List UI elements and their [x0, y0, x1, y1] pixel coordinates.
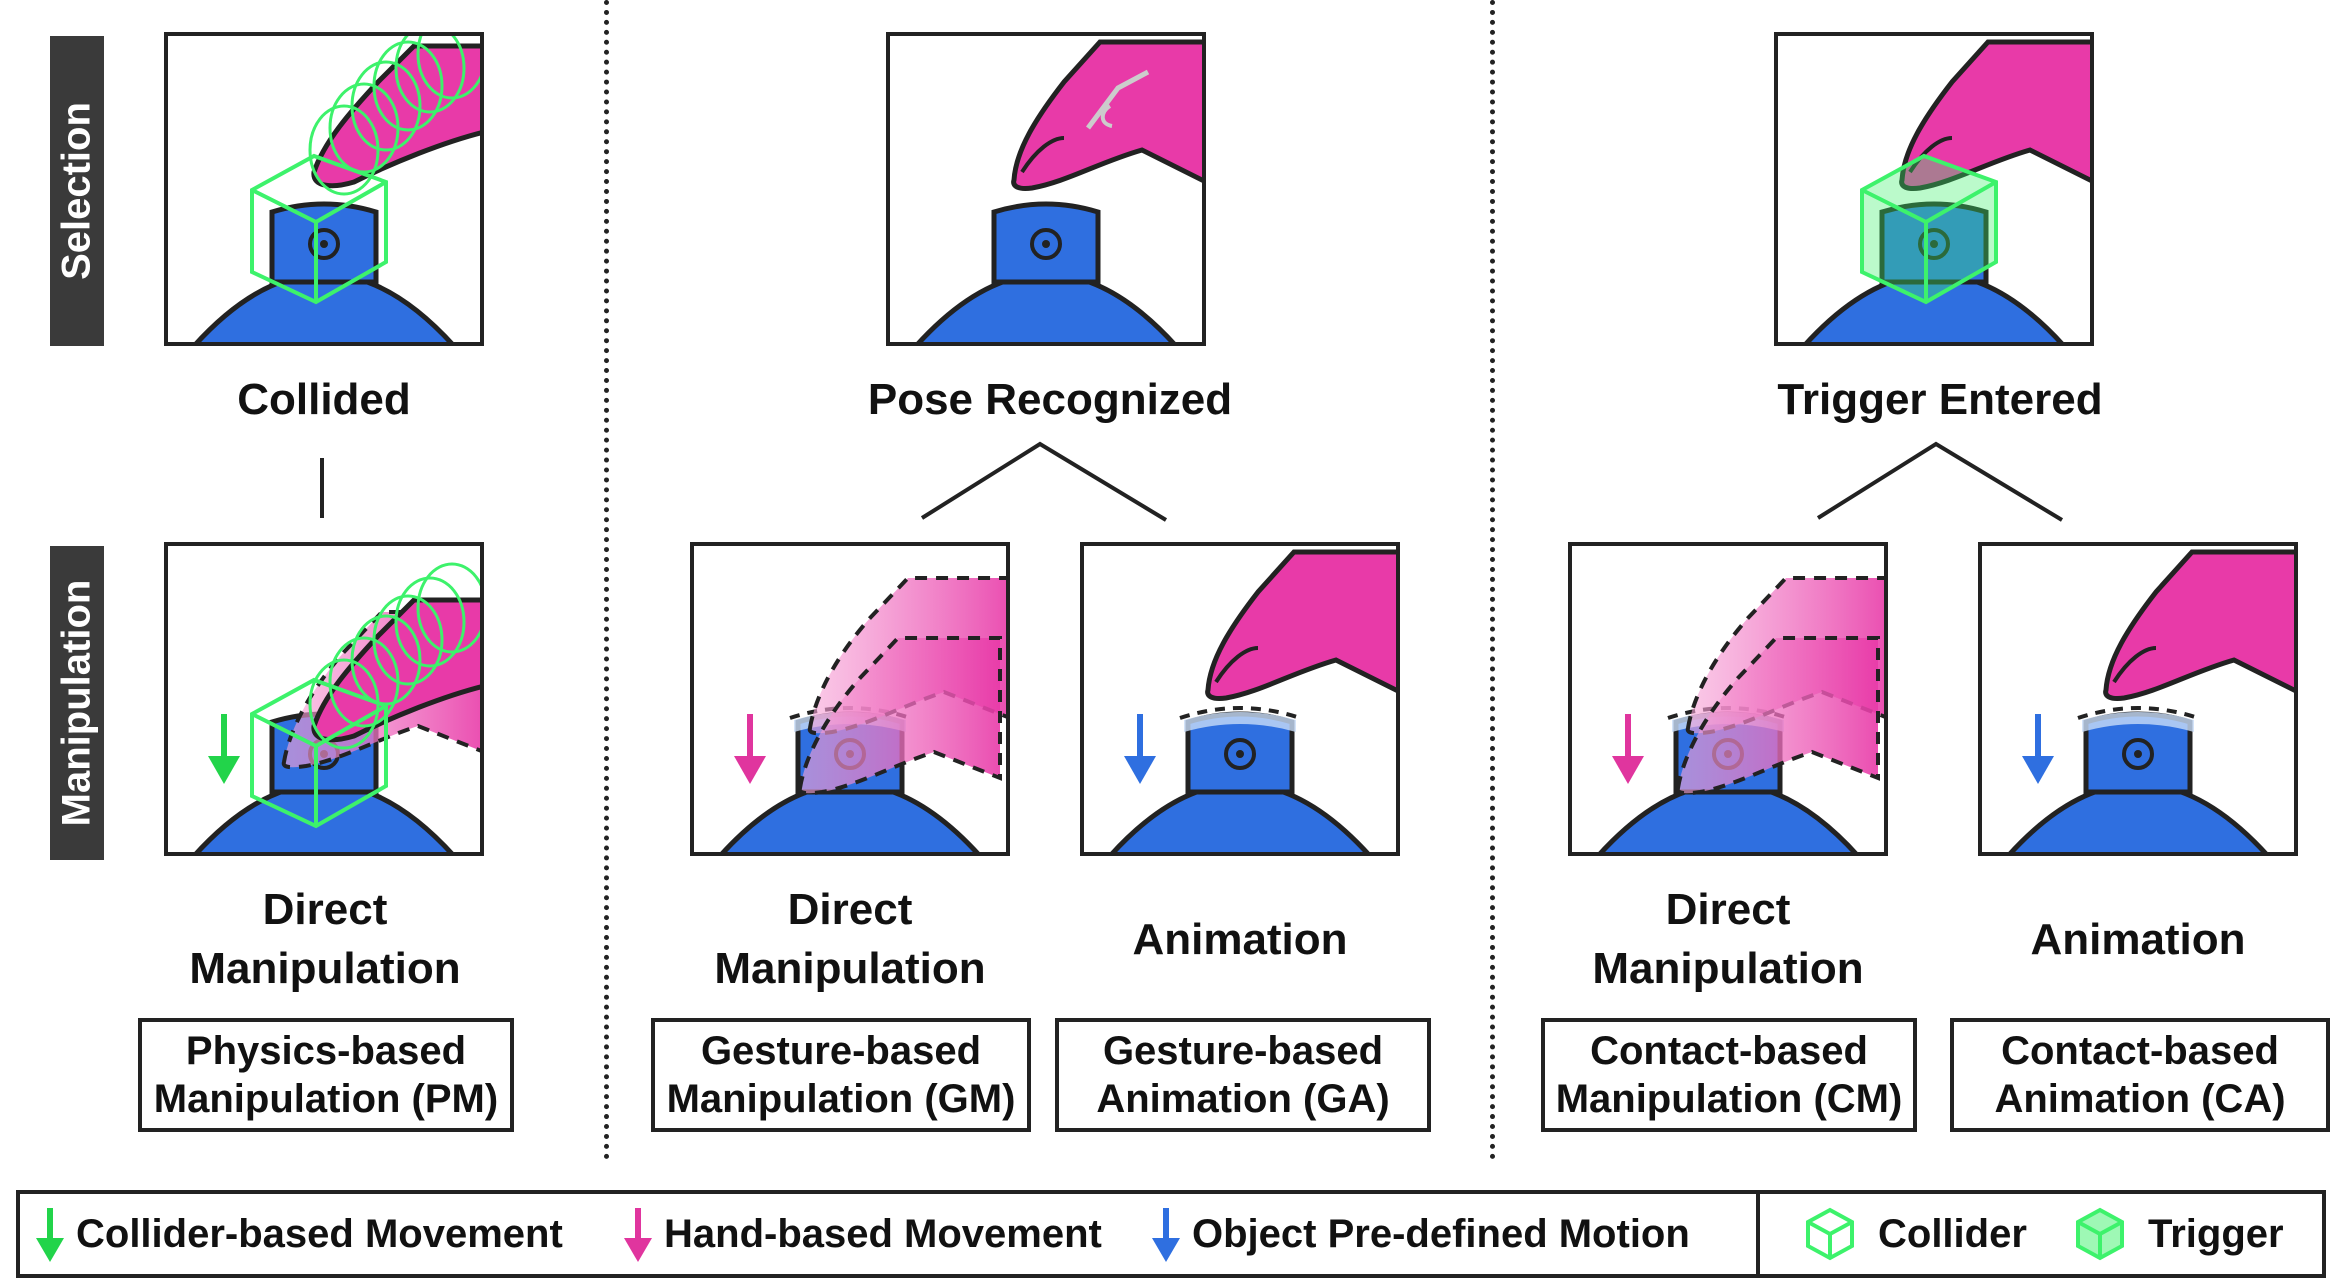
legend-hand-movement: Hand-based Movement	[622, 1194, 1102, 1274]
label-cm-line1: Direct	[1665, 885, 1791, 934]
panel-trigger-entered	[1774, 32, 2094, 346]
finger-icon	[2106, 552, 2298, 699]
finger-icon	[1014, 42, 1206, 189]
legend: Collider-based Movement Hand-based Movem…	[16, 1190, 2326, 1278]
finger-with-colliders-icon	[310, 32, 484, 194]
panel-ga	[1080, 542, 1400, 856]
selection-side-label: Selection	[50, 36, 104, 346]
label-pm-line2: Manipulation	[189, 944, 461, 994]
technique-pm-line1: Physics-based	[185, 1029, 467, 1073]
legend-trigger-label: Trigger	[2148, 1211, 2284, 1256]
blue-down-arrow-icon	[1152, 1208, 1180, 1262]
panel-collided	[164, 32, 484, 346]
manipulation-label-text: Manipulation	[54, 579, 99, 827]
technique-ga: Gesture-based Animation (GA)	[1055, 1018, 1431, 1132]
gesture-mark-icon	[1100, 104, 1113, 128]
label-gm-line1: Direct	[787, 885, 913, 934]
label-cm-line2: Manipulation	[1592, 944, 1864, 994]
technique-ca-line2: Animation (CA)	[1994, 1077, 2286, 1121]
technique-ca-line1: Contact-based	[2001, 1029, 2279, 1073]
bottle-icon	[2008, 714, 2268, 856]
pink-arrow-icon	[734, 714, 766, 784]
label-trigger-entered: Trigger Entered	[1777, 375, 2103, 424]
manipulation-side-label: Manipulation	[50, 546, 104, 860]
legend-object-motion-label: Object Pre-defined Motion	[1192, 1211, 1690, 1256]
technique-cm: Contact-based Manipulation (CM)	[1541, 1018, 1917, 1132]
bottle-icon	[1110, 714, 1370, 856]
cube-filled-icon	[2076, 1207, 2124, 1261]
legend-collider-label: Collider	[1878, 1211, 2027, 1256]
legend-trigger: Trigger	[2072, 1194, 2284, 1274]
legend-divider	[1756, 1194, 1760, 1274]
label-ga-animation: Animation	[1132, 915, 1348, 964]
technique-cm-line2: Manipulation (CM)	[1555, 1077, 1903, 1121]
dotted-separator-1	[604, 0, 609, 1160]
technique-cm-line1: Contact-based	[1590, 1029, 1868, 1073]
label-pm-direct-manipulation: Direct Manipulation	[140, 880, 510, 999]
label-collided: Collided	[237, 375, 411, 424]
label-pose-recognized: Pose Recognized	[867, 375, 1233, 424]
label-gm-direct-manipulation: Direct Manipulation	[665, 880, 1035, 999]
legend-collider: Collider	[1802, 1194, 2027, 1274]
cube-outline-icon	[1806, 1207, 1854, 1261]
panel-pose-recognized	[886, 32, 1206, 346]
technique-gm: Gesture-based Manipulation (GM)	[651, 1018, 1031, 1132]
green-down-arrow-icon	[36, 1208, 64, 1262]
technique-gm-line1: Gesture-based	[700, 1029, 982, 1073]
label-pm-line1: Direct	[262, 885, 388, 934]
bottle-icon	[916, 204, 1176, 346]
trigger-cube-icon	[1860, 153, 1998, 305]
legend-collider-movement: Collider-based Movement	[34, 1194, 563, 1274]
technique-ga-line1: Gesture-based	[1102, 1029, 1384, 1073]
panel-pm	[164, 542, 484, 856]
technique-pm: Physics-based Manipulation (PM)	[138, 1018, 514, 1132]
legend-object-motion: Object Pre-defined Motion	[1150, 1194, 1690, 1274]
label-gm-line2: Manipulation	[714, 944, 986, 994]
legend-collider-movement-label: Collider-based Movement	[76, 1211, 563, 1256]
blue-arrow-icon	[2022, 714, 2054, 784]
dotted-separator-2	[1490, 0, 1495, 1160]
legend-hand-movement-label: Hand-based Movement	[664, 1211, 1102, 1256]
pink-arrow-icon	[1612, 714, 1644, 784]
technique-ga-line2: Animation (GA)	[1096, 1077, 1390, 1121]
technique-pm-line2: Manipulation (PM)	[153, 1077, 499, 1121]
blue-arrow-icon	[1124, 714, 1156, 784]
technique-ca: Contact-based Animation (CA)	[1950, 1018, 2330, 1132]
label-cm-direct-manipulation: Direct Manipulation	[1543, 880, 1913, 999]
green-arrow-icon	[208, 714, 240, 784]
technique-gm-line2: Manipulation (GM)	[666, 1077, 1016, 1121]
connector-lines	[320, 441, 2064, 522]
pink-down-arrow-icon	[624, 1208, 652, 1262]
panel-gm	[690, 542, 1010, 856]
bottle-icon	[194, 204, 454, 346]
finger-icon	[1208, 552, 1400, 699]
label-ca-animation: Animation	[2030, 915, 2246, 964]
panel-ca	[1978, 542, 2298, 856]
panel-cm	[1568, 542, 1888, 856]
